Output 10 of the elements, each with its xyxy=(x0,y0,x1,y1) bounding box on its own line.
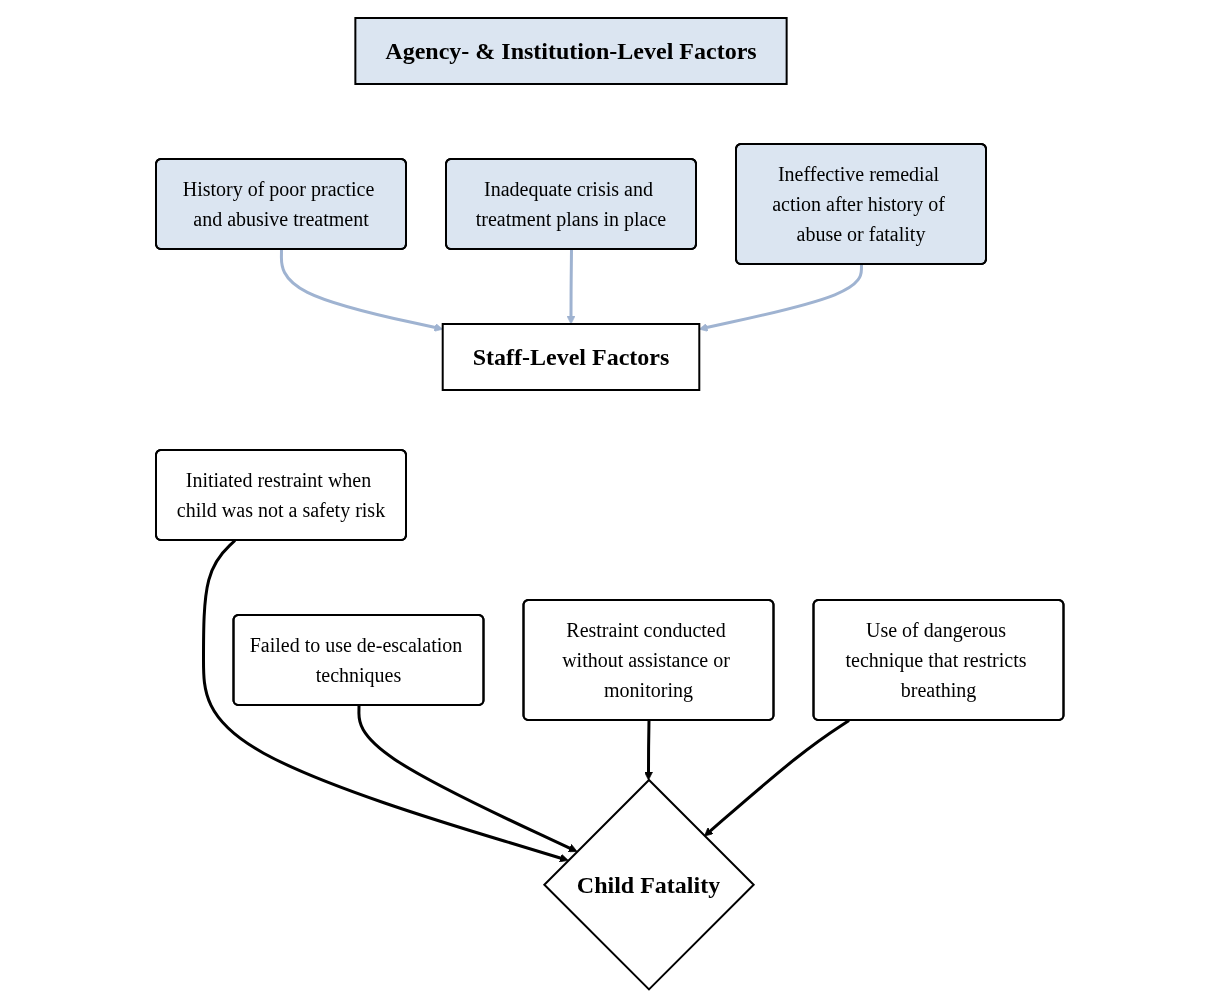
arrow xyxy=(644,720,654,781)
arrow xyxy=(699,264,864,332)
arrow xyxy=(704,719,851,837)
arrow xyxy=(566,249,576,325)
node-box: Agency- & Institution-Level Factors xyxy=(354,16,788,85)
node-diamond: Child Fatality xyxy=(543,778,756,991)
node-text: Initiated restraint when child was not a safety risk xyxy=(177,468,386,521)
arrow xyxy=(202,539,569,863)
arrow xyxy=(357,705,578,852)
node-box: Staff-Level Factors xyxy=(441,322,701,391)
